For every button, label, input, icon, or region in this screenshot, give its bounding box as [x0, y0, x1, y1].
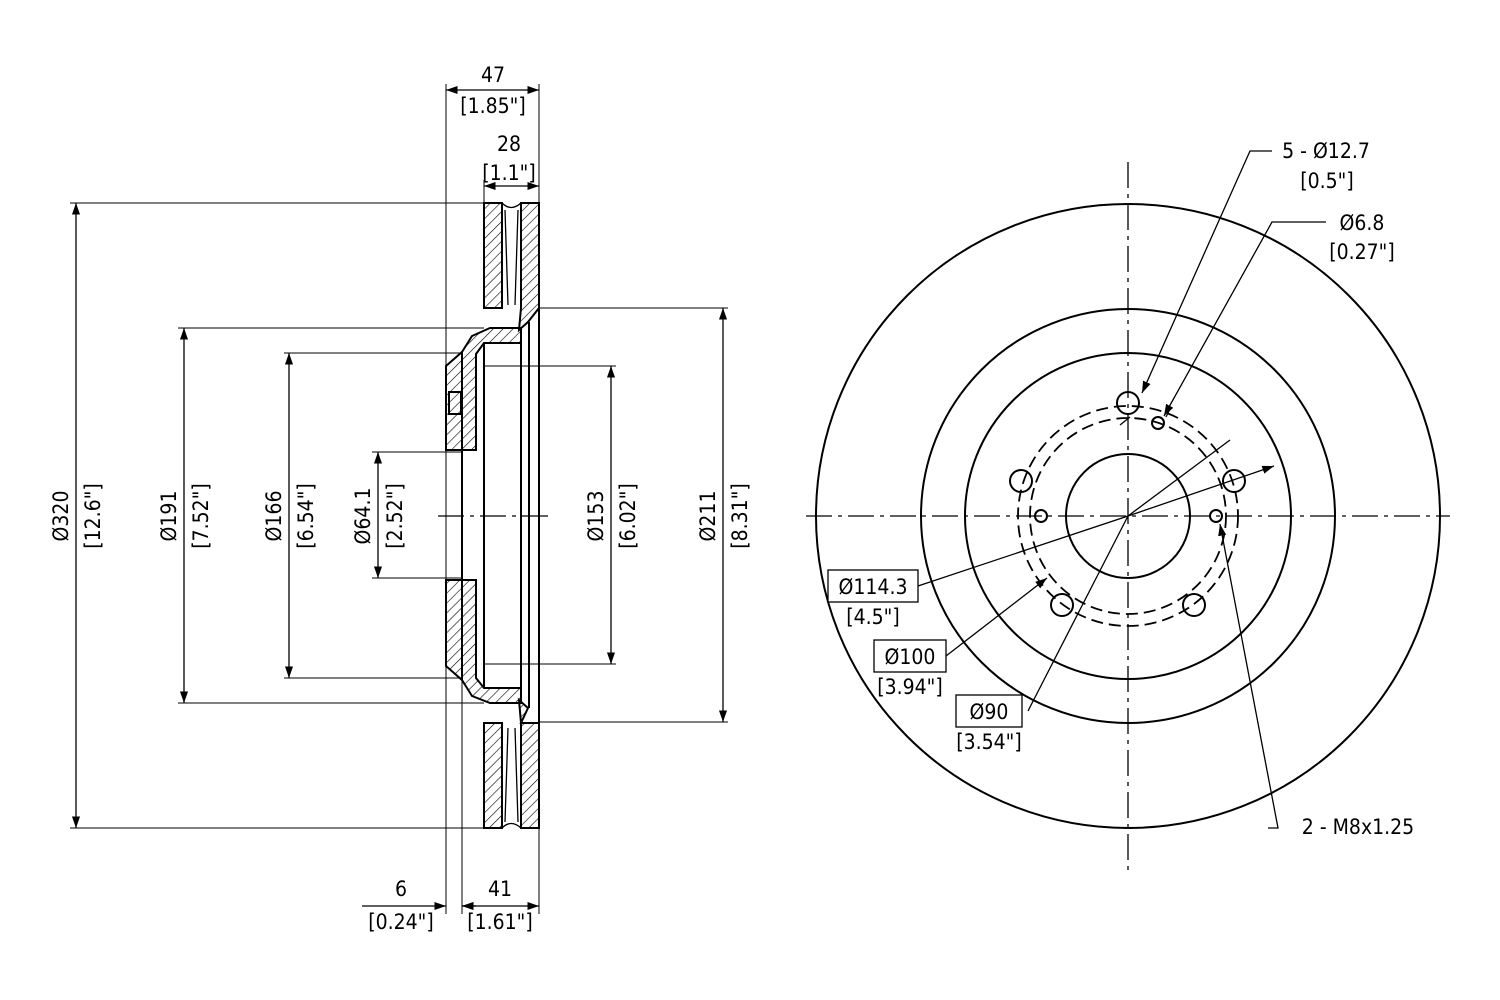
hat-outer-label: Ø191	[157, 491, 181, 542]
lug-hole-5	[1009, 469, 1033, 493]
leader-hat-circle	[945, 577, 1048, 657]
hat-circle-inch: [3.94"]	[877, 675, 942, 699]
hat-height-label: 41	[488, 877, 512, 901]
hat-thickness-inch: [0.24"]	[368, 910, 433, 934]
bolt-circle-inch: [4.5"]	[846, 605, 899, 629]
pilot-circle-box	[955, 694, 1023, 728]
small-holes-label: Ø6.8	[1340, 211, 1385, 235]
threaded-holes-label: 2 - M8x1.25	[1302, 815, 1414, 839]
vent-vane-top	[501, 202, 522, 306]
bolt-circle-label: Ø114.3	[839, 575, 908, 599]
inner-friction-label: Ø211	[696, 491, 720, 542]
center-bore-inch: [2.52"]	[383, 483, 407, 548]
hat-section-bottom	[461, 579, 522, 704]
threaded-hole-2	[1034, 509, 1048, 523]
overall-width-label: 47	[481, 63, 505, 87]
hat-section-top	[461, 327, 522, 451]
hat-outer-edge	[964, 352, 1292, 680]
lug-hole-2	[1222, 469, 1246, 493]
inner-friction-face-top	[517, 202, 540, 333]
lug-hole-4	[1050, 593, 1074, 617]
lug-hole-1	[1116, 391, 1140, 415]
lug-hole-3	[1182, 593, 1206, 617]
pilot-circle-label: Ø90	[970, 700, 1009, 724]
threaded-hole-1	[1209, 509, 1223, 523]
inner-friction-face-bottom	[517, 697, 540, 829]
outer-diameter-label: Ø320	[49, 491, 73, 542]
outer-friction-face-top	[483, 202, 503, 309]
leader-threaded-holes	[1218, 523, 1279, 829]
friction-inner-edge	[920, 308, 1336, 724]
wheel-stud-hole-section	[448, 391, 462, 415]
bolt-circle-dashed	[1017, 405, 1239, 627]
overall-width-inch: [1.85"]	[460, 94, 525, 118]
lug-holes-inch: [0.5"]	[1300, 169, 1353, 193]
vent-width-inch: [1.1"]	[482, 161, 535, 185]
hat-bore-label: Ø153	[584, 491, 608, 542]
hat-height-inch: [1.61"]	[467, 910, 532, 934]
front-view: Ø114.3 [4.5"] Ø100 [3.94"] Ø90 [3.54"] 5…	[806, 139, 1450, 872]
pilot-circle-inch: [3.54"]	[956, 730, 1021, 754]
outer-friction-face-bottom	[483, 722, 503, 829]
vent-width-label: 28	[497, 132, 521, 156]
small-holes-inch: [0.27"]	[1329, 240, 1394, 264]
hat-inner-inch: [6.54"]	[294, 483, 318, 548]
vent-vane-bottom	[501, 727, 522, 829]
hat-circle-label: Ø100	[885, 645, 936, 669]
hat-outer-inch: [7.52"]	[189, 483, 213, 548]
center-bore-edge	[1065, 453, 1191, 579]
side-section-view: 47 [1.85"] 28 [1.1"] Ø320 [12.6"] Ø191 […	[49, 63, 752, 934]
hat-bore-inch: [6.02"]	[616, 483, 640, 548]
small-hole-1	[1151, 416, 1165, 430]
leader-small-holes	[1163, 221, 1326, 417]
leader-lug-holes	[1141, 150, 1272, 394]
lug-holes-label: 5 - Ø12.7	[1282, 139, 1370, 163]
inner-friction-inch: [8.31"]	[728, 483, 752, 548]
outer-diameter-inch: [12.6"]	[81, 483, 105, 548]
hat-circle-box	[873, 639, 947, 673]
rotor-outer-edge	[815, 203, 1441, 829]
hat-wall-bottom	[445, 579, 463, 683]
center-bore-label: Ø64.1	[351, 488, 375, 545]
hat-inner-label: Ø166	[262, 491, 286, 542]
bolt-circle-box	[827, 569, 919, 603]
hat-thickness-label: 6	[395, 877, 407, 901]
leader-pilot-circle	[1027, 515, 1129, 712]
